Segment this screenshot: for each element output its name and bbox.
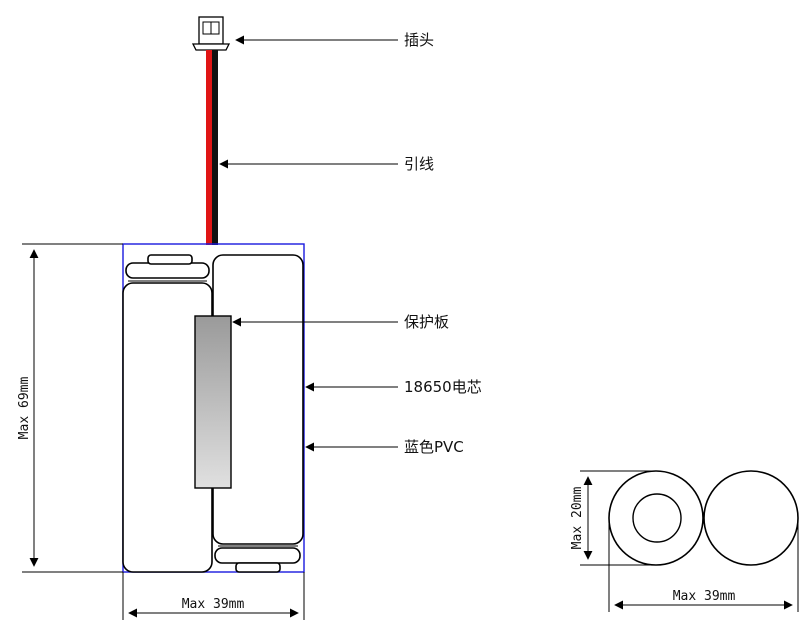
black-wire bbox=[212, 50, 218, 245]
lead-wires bbox=[206, 50, 218, 245]
label-plug: 插头 bbox=[404, 31, 434, 49]
cell-right bbox=[212, 254, 304, 573]
dimension-end-width bbox=[608, 520, 799, 612]
dimension-end-height bbox=[580, 470, 656, 566]
callout-arrows bbox=[219, 35, 398, 452]
label-pvc-sleeve: 蓝色PVC bbox=[404, 438, 464, 456]
end-view-cell-right bbox=[703, 470, 799, 566]
connector-icon bbox=[191, 16, 231, 51]
dimension-side-height-label: Max 69mm bbox=[17, 377, 32, 440]
dimension-side-height bbox=[22, 243, 123, 573]
dimension-side-width-label: Max 39mm bbox=[182, 597, 245, 612]
label-cell: 18650电芯 bbox=[404, 378, 482, 396]
dimension-side-width bbox=[122, 572, 305, 620]
protection-board bbox=[194, 315, 232, 489]
cell-left bbox=[122, 254, 213, 573]
end-view bbox=[608, 470, 799, 566]
label-protection-board: 保护板 bbox=[404, 313, 449, 331]
dimension-end-width-label: Max 39mm bbox=[673, 589, 736, 604]
red-wire bbox=[206, 50, 212, 245]
label-lead-wire: 引线 bbox=[404, 155, 434, 173]
end-view-cell-left-cap bbox=[632, 493, 682, 543]
dimension-end-height-label: Max 20mm bbox=[570, 487, 585, 550]
